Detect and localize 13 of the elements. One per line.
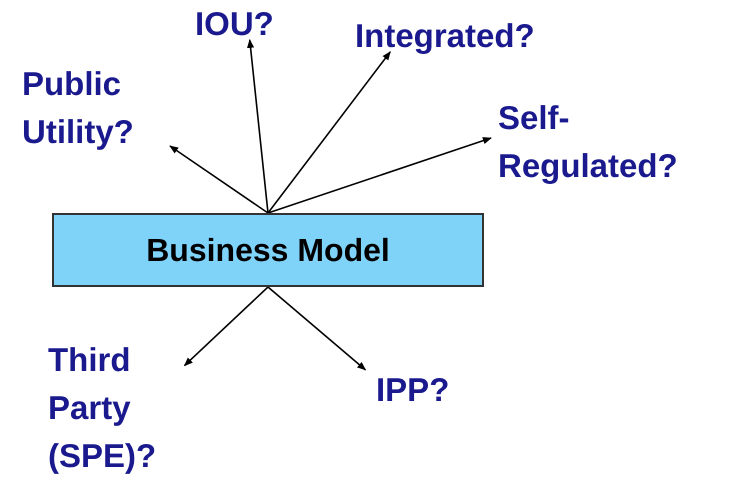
question-label: Third Party (SPE)? xyxy=(48,336,198,480)
question-label: IPP? xyxy=(376,366,472,414)
arrow xyxy=(169,145,268,214)
question-label: IOU? xyxy=(195,0,291,48)
arrow xyxy=(267,51,391,214)
arrow xyxy=(247,38,269,214)
arrow xyxy=(184,286,269,366)
question-label: Integrated? xyxy=(355,12,590,60)
question-label: Public Utility? xyxy=(22,60,182,156)
arrow xyxy=(267,286,366,370)
arrow xyxy=(268,137,492,214)
question-label: Self-Regulated? xyxy=(498,94,730,190)
process-box: Business Model xyxy=(52,213,484,287)
